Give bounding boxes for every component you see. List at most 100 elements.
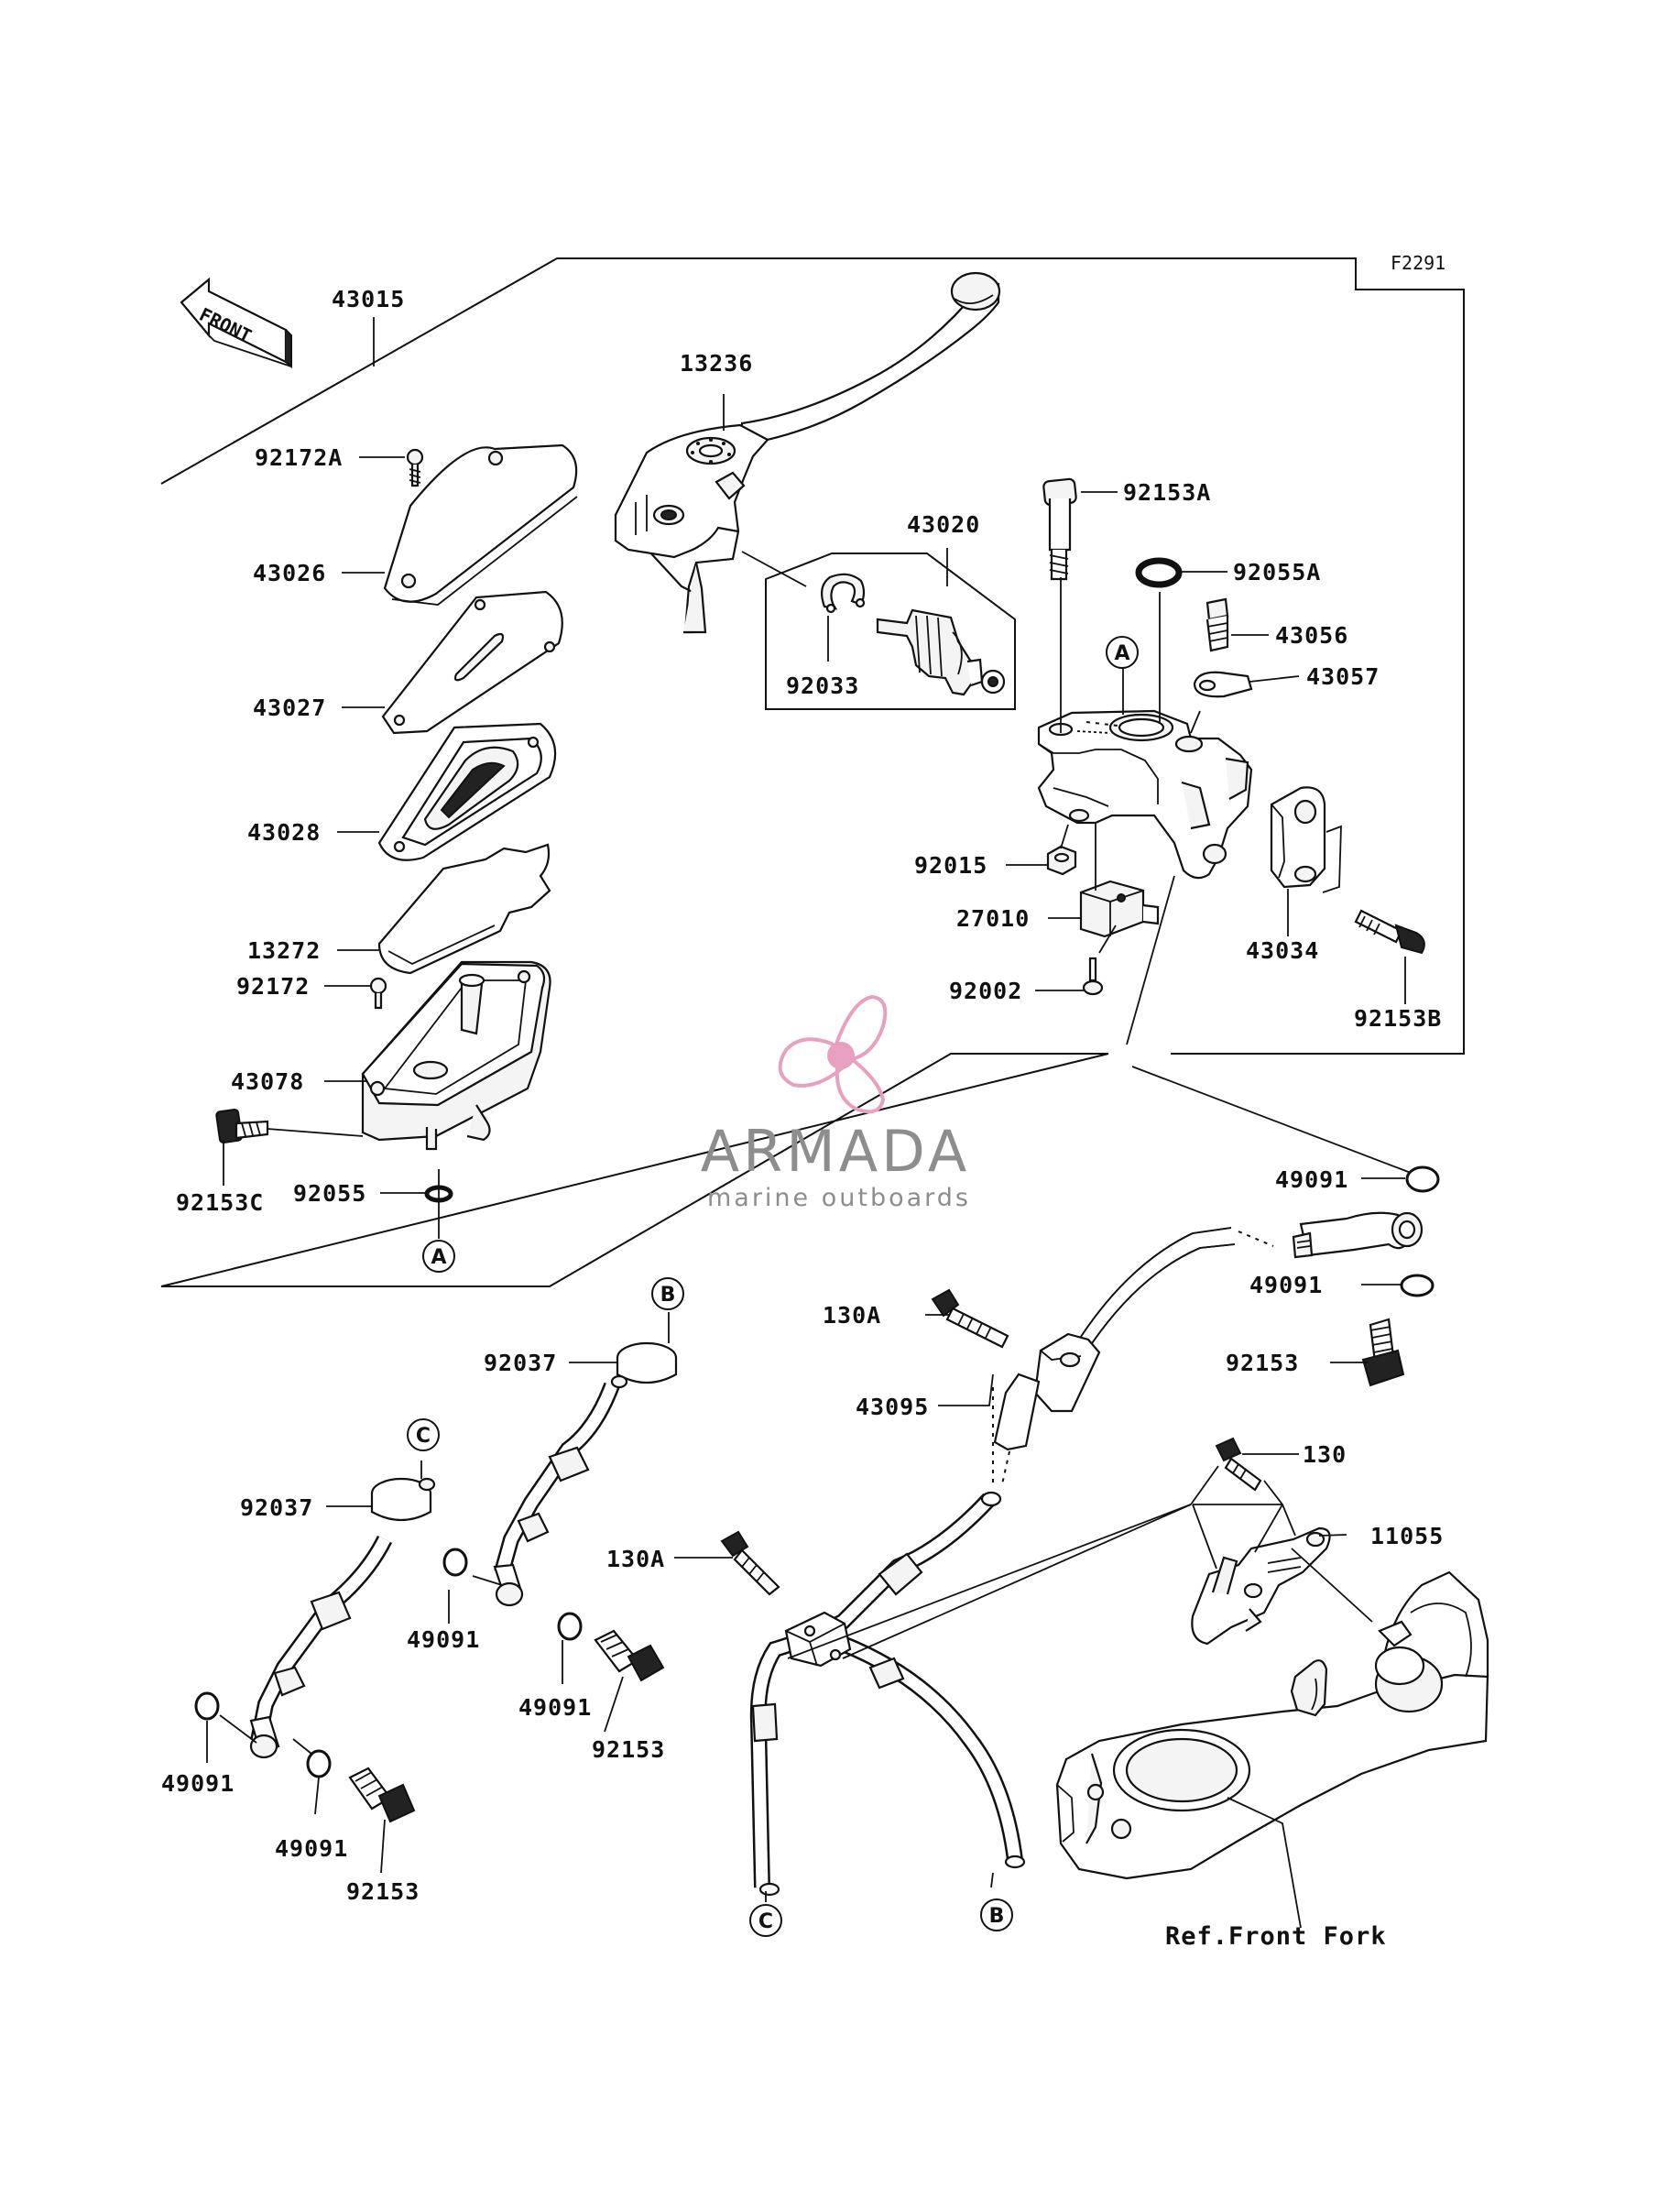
handlebar-clamp <box>1270 786 1326 889</box>
callout-c-top: C <box>407 1418 440 1451</box>
svg-text:C: C <box>416 1425 431 1448</box>
bleeder-valve <box>1205 597 1229 652</box>
hose-clip-c <box>370 1477 436 1521</box>
nut-92015 <box>1046 845 1077 876</box>
leader-lines <box>206 317 1412 1929</box>
banjo-bolt-92153-a <box>1361 1318 1405 1387</box>
label-92153-b: 92153 <box>592 1736 665 1763</box>
washer-49091-b <box>1400 1274 1435 1297</box>
watermark: ARMADA marine outboards <box>701 994 971 1212</box>
washer-49091-c <box>442 1548 468 1577</box>
o-ring-92055A <box>1135 557 1183 588</box>
screw-92172A <box>406 448 424 487</box>
watermark-tagline: marine outboards <box>707 1184 971 1212</box>
svg-text:C: C <box>758 1910 773 1933</box>
washer-49091-d <box>557 1612 583 1641</box>
label-43057: 43057 <box>1306 663 1380 690</box>
screw-92002 <box>1082 957 1104 996</box>
svg-text:B: B <box>660 1284 676 1307</box>
banjo-bolt-92153-c <box>348 1767 416 1823</box>
diaphragm <box>377 722 557 861</box>
svg-text:A: A <box>431 1246 446 1269</box>
washer-49091-a <box>1405 1165 1440 1193</box>
bleeder-cap <box>1193 671 1253 698</box>
label-92153-a: 92153 <box>1226 1350 1299 1376</box>
label-43028: 43028 <box>247 819 321 846</box>
label-13236: 13236 <box>680 350 753 377</box>
hose-bracket <box>1191 1526 1331 1646</box>
label-43015: 43015 <box>332 286 405 312</box>
brake-hose-main <box>993 1211 1424 1485</box>
front-arrow-icon: FRONT <box>180 277 292 369</box>
label-92172A: 92172A <box>255 444 343 471</box>
label-43056: 43056 <box>1275 622 1348 649</box>
brake-lever <box>614 271 1001 634</box>
label-130: 130 <box>1303 1441 1347 1468</box>
label-92153-c: 92153 <box>346 1878 420 1905</box>
label-49091-a: 49091 <box>1275 1166 1348 1193</box>
circlip <box>820 573 866 614</box>
svg-text:B: B <box>989 1905 1005 1928</box>
label-92153B: 92153B <box>1354 1005 1442 1032</box>
callout-b-bottom: B <box>980 1898 1013 1931</box>
label-43095: 43095 <box>856 1394 929 1420</box>
label-92172: 92172 <box>236 973 310 1000</box>
label-43034: 43034 <box>1246 937 1319 964</box>
reservoir-cap <box>383 443 578 606</box>
piston-kit-boundary <box>765 552 1016 710</box>
bolt-92153B <box>1354 909 1425 955</box>
callout-a-top: A <box>1106 636 1139 669</box>
label-92033: 92033 <box>786 673 859 699</box>
watermark-brand: ARMADA <box>701 1118 970 1185</box>
propeller-icon <box>778 994 888 1114</box>
master-cylinder-body <box>1037 709 1253 880</box>
label-27010: 27010 <box>956 905 1030 932</box>
reservoir-body <box>361 960 551 1151</box>
label-130A-a: 130A <box>823 1302 881 1329</box>
figure-code: F2291 <box>1391 252 1445 274</box>
label-49091-e: 49091 <box>161 1770 235 1797</box>
bolt-130A-b <box>720 1530 780 1596</box>
bolt-130 <box>1215 1437 1262 1492</box>
label-92153C: 92153C <box>176 1189 264 1216</box>
label-43078: 43078 <box>231 1068 304 1095</box>
banjo-bolt-92153-b <box>594 1629 665 1682</box>
brake-hose-c <box>249 1535 393 1759</box>
diaphragm-plate <box>381 590 563 735</box>
gasket <box>377 843 551 975</box>
hose-clip-b <box>610 1341 678 1389</box>
svg-text:A: A <box>1114 642 1129 665</box>
callout-b-top: B <box>651 1277 684 1310</box>
label-92002: 92002 <box>949 978 1022 1004</box>
brake-hose-b <box>493 1382 620 1607</box>
bolt-92153A <box>1042 477 1077 581</box>
label-92055: 92055 <box>293 1180 366 1207</box>
brake-hose-split <box>749 1491 1026 1897</box>
washer-49091-e <box>194 1691 220 1721</box>
part-labels: 43015 13236 92172A 43026 43027 43028 132… <box>161 286 1444 1951</box>
label-92037-a: 92037 <box>484 1350 557 1376</box>
brake-switch <box>1079 880 1160 938</box>
label-49091-f: 49091 <box>275 1835 348 1862</box>
piston-assembly <box>876 608 1006 696</box>
label-43027: 43027 <box>253 695 326 721</box>
label-130A-b: 130A <box>606 1546 665 1572</box>
callout-c-bottom: C <box>749 1904 782 1937</box>
bolt-130A-a <box>931 1288 1009 1349</box>
label-92055A: 92055A <box>1233 559 1321 585</box>
label-92037-b: 92037 <box>240 1494 313 1521</box>
label-13272: 13272 <box>247 937 321 964</box>
screw-92172 <box>369 977 387 1010</box>
reference-note: Ref.Front Fork <box>1165 1922 1387 1951</box>
label-43026: 43026 <box>253 560 326 586</box>
bolt-92153C <box>215 1109 269 1143</box>
label-49091-b: 49091 <box>1249 1272 1323 1298</box>
callout-a-bottom: A <box>422 1240 455 1273</box>
label-92015: 92015 <box>914 852 987 879</box>
washer-49091-f <box>306 1749 332 1778</box>
front-fork-reference <box>1055 1570 1489 1880</box>
label-49091-c: 49091 <box>407 1626 480 1653</box>
label-11055: 11055 <box>1370 1523 1444 1549</box>
label-43020: 43020 <box>907 511 980 538</box>
